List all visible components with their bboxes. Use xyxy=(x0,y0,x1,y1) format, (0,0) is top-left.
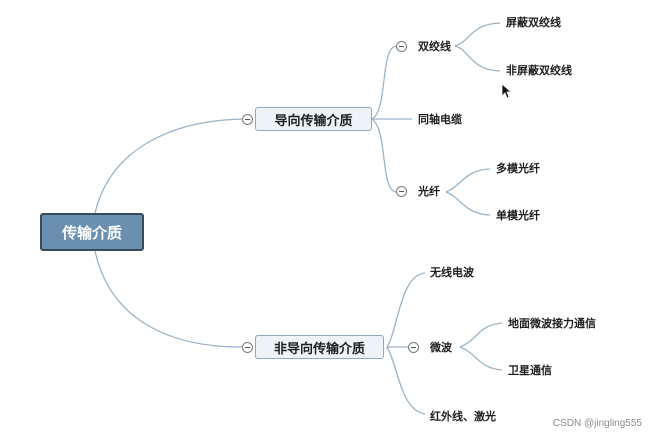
collapse-toggle-unguided[interactable] xyxy=(242,342,253,353)
connector-fiber-multi xyxy=(445,168,491,193)
topic-satellite-communication[interactable]: 卫星通信 xyxy=(508,364,552,377)
root-topic-label: 传输介质 xyxy=(61,223,122,242)
watermark: CSDN @jingling555 xyxy=(552,418,642,429)
connector-unguided-ir xyxy=(386,346,426,415)
collapse-toggle-twisted-pair[interactable] xyxy=(396,41,407,52)
mouse-pointer-icon xyxy=(501,83,511,99)
connector-guided-twisted xyxy=(371,45,397,120)
topic-infrared-laser[interactable]: 红外线、激光 xyxy=(430,410,496,423)
topic-singlemode-fiber[interactable]: 单模光纤 xyxy=(496,209,540,222)
connector-fiber-single xyxy=(445,191,491,216)
topic-radio-waves[interactable]: 无线电波 xyxy=(430,266,474,279)
branch-unguided[interactable]: 非导向传输介质 xyxy=(255,335,384,359)
collapse-toggle-microwave[interactable] xyxy=(408,342,419,353)
connector-microwave-satellite xyxy=(459,346,503,371)
connector-twisted-shielded xyxy=(454,22,501,47)
connector-microwave-terrestrial xyxy=(459,322,503,348)
branch-guided[interactable]: 导向传输介质 xyxy=(255,107,372,131)
topic-microwave[interactable]: 微波 xyxy=(430,341,452,354)
topic-twisted-pair[interactable]: 双绞线 xyxy=(418,40,451,53)
branch-unguided-label: 非导向传输介质 xyxy=(273,341,365,357)
collapse-toggle-guided[interactable] xyxy=(242,114,253,125)
connector-root-unguided xyxy=(94,250,246,348)
topic-coaxial-cable[interactable]: 同轴电缆 xyxy=(418,113,462,126)
connector-unguided-radio xyxy=(386,272,426,348)
connector-guided-fiber xyxy=(371,118,397,193)
connector-root-guided xyxy=(94,118,246,214)
topic-multimode-fiber[interactable]: 多模光纤 xyxy=(496,162,540,175)
branch-guided-label: 导向传输介质 xyxy=(274,113,353,129)
root-topic[interactable]: 传输介质 xyxy=(40,213,144,251)
collapse-toggle-fiber[interactable] xyxy=(396,186,407,197)
topic-unshielded-twisted-pair[interactable]: 非屏蔽双绞线 xyxy=(506,64,572,77)
topic-shielded-twisted-pair[interactable]: 屏蔽双绞线 xyxy=(506,16,561,29)
topic-optical-fiber[interactable]: 光纤 xyxy=(418,185,440,198)
connector-twisted-unshielded xyxy=(454,45,501,72)
topic-terrestrial-microwave-relay[interactable]: 地面微波接力通信 xyxy=(508,317,596,330)
